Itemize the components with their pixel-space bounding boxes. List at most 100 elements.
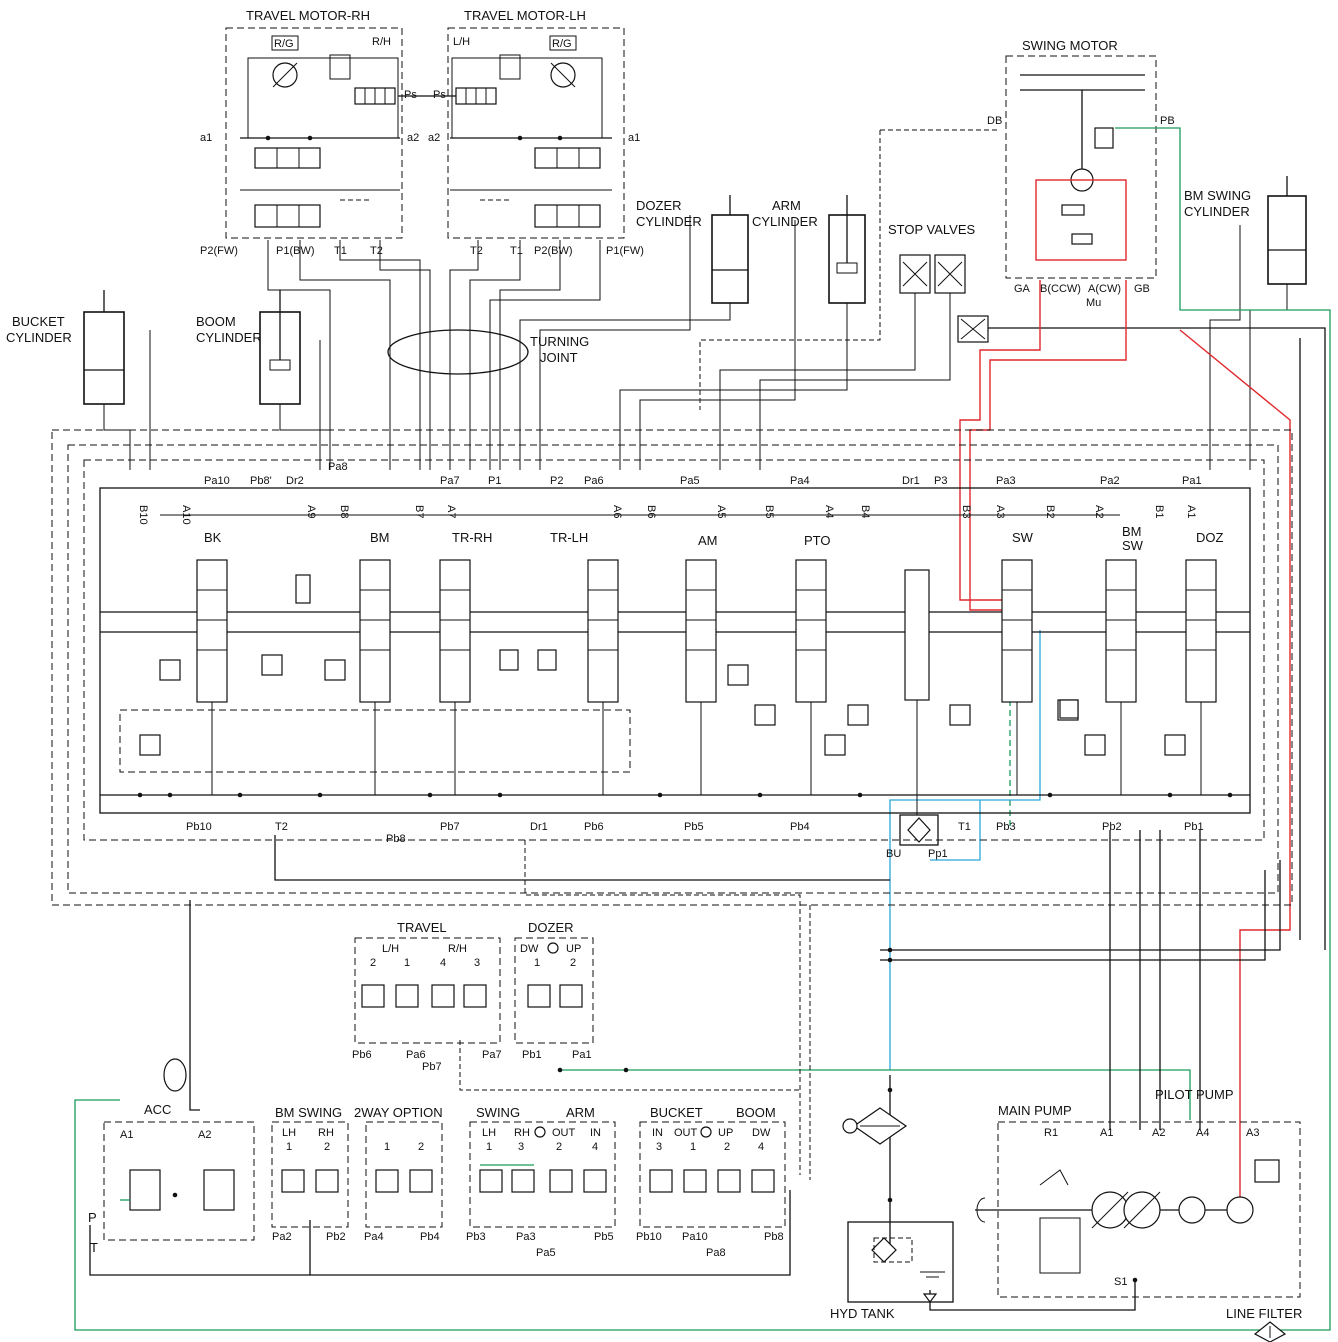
port-b7: B7: [413, 505, 425, 518]
arm-cylinder-label-1: ARM: [772, 198, 801, 213]
pilot-travel-rh: R/H: [448, 943, 467, 955]
port-pa2: Pa2: [1100, 475, 1120, 487]
acc-t: T: [90, 1240, 98, 1255]
swing-motor-title: SWING MOTOR: [1022, 38, 1118, 53]
port-dr2: Dr2: [286, 475, 304, 487]
port-a10: A10: [180, 505, 192, 525]
pilot-travel: TRAVEL L/H R/H 2 1 4 3 Pb6 Pa6 Pb7 Pa7: [352, 920, 502, 1073]
port-p3: P3: [934, 475, 947, 487]
port-pb2: Pb2: [1102, 821, 1122, 833]
bucket-boom-lever-icon: [700, 1126, 712, 1138]
pilot-travel-n3: 3: [474, 957, 480, 969]
pump-s1: S1: [1114, 1276, 1127, 1288]
spool-label-tr-rh: TR-RH: [452, 530, 492, 545]
pilot-boom-dw: DW: [752, 1127, 771, 1139]
spool-label-bk: BK: [204, 530, 222, 545]
pilot-arm-title: ARM: [566, 1105, 595, 1120]
spool-bm: [359, 559, 391, 703]
spools: [139, 559, 1217, 846]
dozer-cylinder-label-1: DOZER: [636, 198, 682, 213]
port-b10: B10: [137, 505, 149, 525]
bm-swing-cylinder-label-2: CYLINDER: [1184, 204, 1250, 219]
spool-sw: [1001, 559, 1033, 703]
port-a6: A6: [611, 505, 623, 518]
pilot-bmswing-n2: 2: [324, 1141, 330, 1153]
pilot-boom-up: UP: [718, 1127, 733, 1139]
t2-lh-label: T2: [470, 245, 483, 257]
pilot-swing-arm: SWING ARM LH RH OUT IN 1 3 2 4 Pb3 Pa3 P…: [466, 1105, 616, 1259]
swing-arm-lever-icon: [534, 1126, 546, 1138]
acc-a2: A2: [198, 1129, 211, 1141]
line-filter-label: LINE FILTER: [1226, 1306, 1302, 1321]
p2bw-lh-label: P2(BW): [534, 245, 573, 257]
ga-label: GA: [1014, 283, 1031, 295]
pilot-2way-pb4: Pb4: [420, 1231, 440, 1243]
pilot-bucket-boom: BUCKET BOOM IN OUT UP DW 3 1 2 4 Pb10 Pa…: [636, 1105, 786, 1259]
turning-joint: TURNING JOINT: [387, 329, 589, 375]
pilot-travel-n4: 4: [440, 957, 446, 969]
dozer-lever-icon: [547, 942, 559, 954]
travel-motor-rh: TRAVEL MOTOR-RH R/G R/H Ps a1 a2 P2(FW) …: [200, 8, 419, 257]
stop-valves: STOP VALVES: [888, 222, 989, 343]
pilot-dozer-n2: 2: [570, 957, 576, 969]
pilot-swing-title: SWING: [476, 1105, 520, 1120]
turning-joint-label-1: TURNING: [530, 334, 589, 349]
pilot-boom-pb8: Pb8: [764, 1231, 784, 1243]
travel-motor-lh-title: TRAVEL MOTOR-LH: [464, 8, 586, 23]
port-a7: A7: [445, 505, 457, 518]
rh-label: R/H: [372, 36, 391, 48]
pilot-travel-lh: L/H: [382, 943, 399, 955]
pilot-2way-n2: 2: [418, 1141, 424, 1153]
a1-lh-label: a1: [628, 132, 640, 144]
pilot-arm-pb5: Pb5: [594, 1231, 614, 1243]
acc-p: P: [88, 1210, 97, 1225]
pump-a3: A3: [1246, 1127, 1259, 1139]
port-b2: B2: [1044, 505, 1056, 518]
bm-swing-cylinder: BM SWING CYLINDER: [1184, 176, 1307, 285]
bucket-cylinder-label-2: CYLINDER: [6, 330, 72, 345]
pilot-boom-pa8: Pa8: [706, 1247, 726, 1259]
pump-a4: A4: [1196, 1127, 1209, 1139]
port-pb8p: Pb8': [250, 475, 272, 487]
bccw-label: B(CCW): [1040, 283, 1081, 295]
port-p1: P1: [488, 475, 501, 487]
pilot-swing-lh: LH: [482, 1127, 496, 1139]
port-b5: B5: [763, 505, 775, 518]
pump-a2: A2: [1152, 1127, 1165, 1139]
pilot-bmswing-n1: 1: [286, 1141, 292, 1153]
pilot-boom-n2: 2: [724, 1141, 730, 1153]
pilot-2way-pa4: Pa4: [364, 1231, 384, 1243]
pilot-bmswing: BM SWING LH RH 1 2 Pa2 Pb2: [271, 1105, 349, 1243]
pilot-acc: ACC A1 A2 P T: [88, 1058, 255, 1255]
pilot-dozer: DOZER DW UP 1 2 Pb1 Pa1: [514, 920, 594, 1061]
pilot-swing-pb3: Pb3: [466, 1231, 486, 1243]
boom-cylinder: BOOM CYLINDER: [196, 290, 301, 405]
rg-rh-label: R/G: [274, 38, 294, 50]
pilot-bucket-n3: 3: [656, 1141, 662, 1153]
pilot-dozer-title: DOZER: [528, 920, 574, 935]
pb-label: PB: [1160, 115, 1175, 127]
pilot-bucket-out: OUT: [674, 1127, 698, 1139]
t1-lh-label: T1: [510, 245, 523, 257]
ps-rh-label: Ps: [404, 89, 417, 101]
port-b8: B8: [338, 505, 350, 518]
pilot-bmswing-title: BM SWING: [275, 1105, 342, 1120]
pilot-arm-pa5: Pa5: [536, 1247, 556, 1259]
p2fw-rh-label: P2(FW): [200, 245, 238, 257]
pilot-2way-title: 2WAY OPTION: [354, 1105, 443, 1120]
pilot-travel-n2: 2: [370, 957, 376, 969]
pilot-arm-n2: 2: [556, 1141, 562, 1153]
main-pump-label: MAIN PUMP: [998, 1103, 1072, 1118]
pilot-arm-out: OUT: [552, 1127, 576, 1139]
spool-am: [685, 559, 717, 703]
junction-dots: [137, 135, 1233, 1283]
hyd-tank: HYD TANK: [830, 1221, 954, 1321]
rg-lh-label: R/G: [552, 38, 572, 50]
travel-motor-lh: TRAVEL MOTOR-LH R/G L/H Ps a2 a1 T2 T1 P…: [428, 8, 644, 257]
port-pb10: Pb10: [186, 821, 212, 833]
upper-hydraulic-lines: [103, 129, 1326, 950]
a1-rh-label: a1: [200, 132, 212, 144]
port-a1: A1: [1185, 505, 1197, 518]
mu-label: Mu: [1086, 297, 1101, 309]
